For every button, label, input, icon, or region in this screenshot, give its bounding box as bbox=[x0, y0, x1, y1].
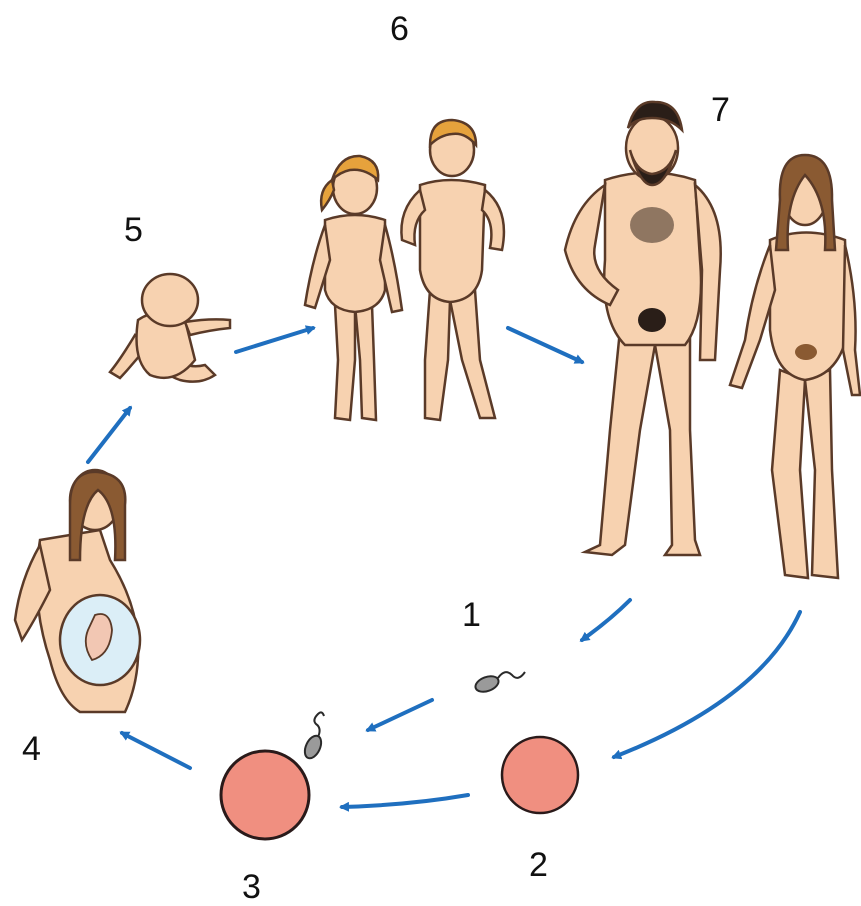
stage-label-6: 6 bbox=[390, 12, 409, 46]
arrow-stage-6-to-7 bbox=[508, 328, 582, 362]
arrow-stage-3-to-4 bbox=[122, 733, 190, 768]
stage-label-5: 5 bbox=[124, 213, 143, 247]
stage-label-7: 7 bbox=[711, 93, 730, 127]
sperm-near-stage-1 bbox=[473, 672, 525, 695]
adult-man-figure bbox=[565, 102, 721, 555]
stage-label-2: 2 bbox=[529, 848, 548, 882]
arrow-man-to-sperm bbox=[582, 600, 630, 640]
adult-woman-figure bbox=[730, 155, 860, 578]
stage-label-4: 4 bbox=[22, 732, 41, 766]
girl-figure bbox=[305, 156, 402, 420]
arrow-woman-to-egg bbox=[614, 612, 800, 757]
arrow-stage-4-to-5 bbox=[88, 408, 130, 462]
stage-label-3: 3 bbox=[242, 870, 261, 904]
baby-figure bbox=[110, 274, 230, 382]
egg-cell bbox=[502, 737, 578, 813]
stage-label-1: 1 bbox=[462, 598, 481, 632]
boy-figure bbox=[401, 120, 504, 420]
arrow-stage-1-to-3 bbox=[368, 700, 432, 730]
sperm-near-stage-3 bbox=[302, 712, 325, 760]
arrow-stage-5-to-6 bbox=[236, 328, 313, 352]
arrow-stage-2-to-3 bbox=[342, 795, 468, 807]
fertilized-egg-cell bbox=[221, 751, 309, 839]
pregnant-woman-figure bbox=[15, 470, 140, 712]
